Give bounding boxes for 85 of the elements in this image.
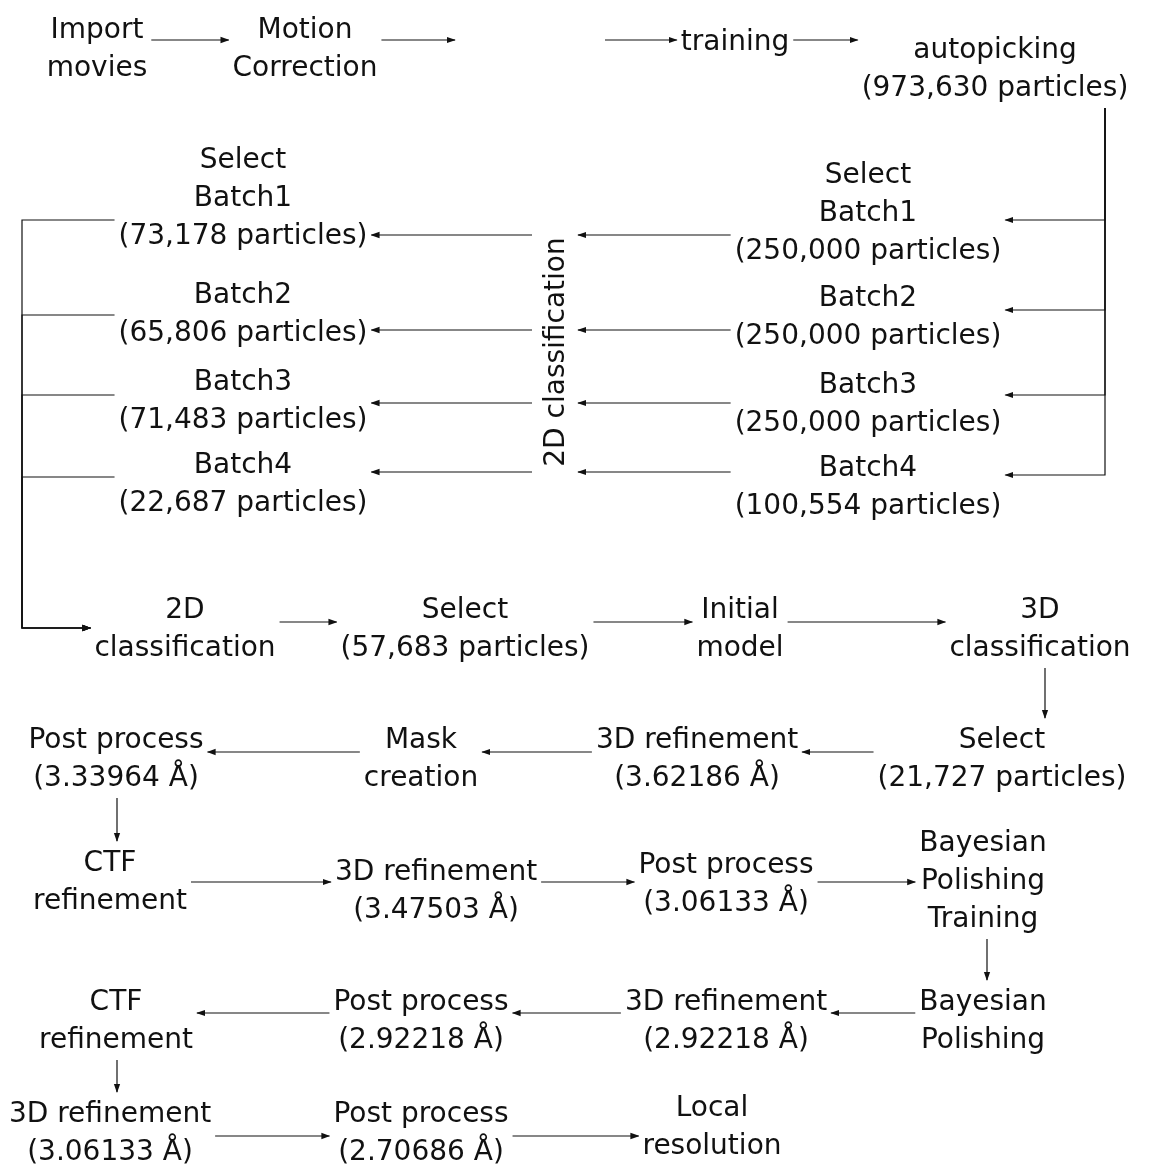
step-text: (973,630 particles) bbox=[861, 69, 1129, 105]
arrow bbox=[21, 476, 116, 632]
arrow bbox=[511, 1132, 640, 1140]
step-text: Import movies bbox=[46, 11, 148, 85]
step-text: (3.62186 Å) bbox=[613, 758, 781, 795]
step-text: (57,683 particles) bbox=[340, 629, 590, 665]
step-text: Local resolution bbox=[642, 1089, 782, 1163]
arrow bbox=[113, 1059, 121, 1093]
arrow bbox=[830, 1009, 916, 1017]
arrow bbox=[604, 36, 678, 44]
step-text: (2.92218 Å) bbox=[337, 1020, 505, 1057]
arrow bbox=[787, 618, 947, 626]
arrow bbox=[196, 1009, 331, 1017]
arrow bbox=[1041, 667, 1049, 719]
step-text: 3D refinement bbox=[334, 853, 538, 889]
step-text: Batch4 bbox=[192, 446, 294, 482]
step-text: (71,483 particles) bbox=[118, 401, 368, 437]
arrow bbox=[801, 748, 875, 756]
arrow bbox=[540, 878, 636, 886]
step-text: Post process bbox=[638, 846, 814, 882]
step-text: (3.06133 Å) bbox=[642, 883, 810, 920]
step-text: 3D refinement bbox=[8, 1095, 212, 1131]
step-text: (2.70686 Å) bbox=[337, 1132, 505, 1169]
step-text: (3.06133 Å) bbox=[26, 1132, 194, 1169]
step-text: Select bbox=[198, 141, 288, 177]
step-text: (3.47503 Å) bbox=[352, 890, 520, 927]
arrow bbox=[370, 468, 533, 476]
step-text: Select bbox=[420, 591, 510, 627]
step-text: Post process bbox=[28, 721, 204, 757]
step-text: Post process bbox=[333, 1095, 509, 1131]
arrow bbox=[577, 399, 732, 407]
arrow bbox=[370, 399, 533, 407]
arrow bbox=[278, 618, 338, 626]
step-text: (21,727 particles) bbox=[877, 759, 1127, 795]
arrow bbox=[190, 878, 332, 886]
step-text: (73,178 particles) bbox=[118, 217, 368, 253]
step-text: Select bbox=[823, 156, 913, 192]
step-text: 3D refinement bbox=[624, 983, 828, 1019]
arrow bbox=[370, 231, 533, 239]
step-text: 3D refinement bbox=[595, 721, 799, 757]
step-text: (250,000 particles) bbox=[734, 404, 1002, 440]
step-text: 2D classification bbox=[537, 237, 572, 467]
step-text: Motion Correction bbox=[232, 11, 378, 85]
step-text: Bayesian Polishing bbox=[919, 983, 1047, 1057]
step-text: Batch1 bbox=[817, 194, 919, 230]
arrow bbox=[481, 748, 593, 756]
step-text: 3D classification bbox=[949, 591, 1131, 665]
step-text: Initial model bbox=[696, 591, 784, 665]
arrow bbox=[206, 748, 361, 756]
step-text: Batch2 bbox=[817, 279, 919, 315]
step-text: (250,000 particles) bbox=[734, 317, 1002, 353]
arrow bbox=[370, 326, 533, 334]
step-text: Post process bbox=[333, 983, 509, 1019]
arrow bbox=[983, 938, 991, 981]
step-text: (65,806 particles) bbox=[118, 314, 368, 350]
arrow bbox=[150, 36, 230, 44]
step-text: Mask creation bbox=[363, 721, 479, 795]
arrow bbox=[577, 326, 732, 334]
step-text: (100,554 particles) bbox=[734, 487, 1002, 523]
arrow bbox=[380, 36, 456, 44]
step-text: 2D classification bbox=[94, 591, 276, 665]
step-text: (250,000 particles) bbox=[734, 232, 1002, 268]
arrow bbox=[816, 878, 917, 886]
arrow bbox=[214, 1132, 331, 1140]
step-text: Batch2 bbox=[192, 276, 294, 312]
step-text: Batch3 bbox=[817, 366, 919, 402]
step-text: (22,687 particles) bbox=[118, 484, 368, 520]
arrow bbox=[592, 618, 694, 626]
step-text: CTF refinement bbox=[39, 983, 193, 1057]
arrow bbox=[577, 231, 732, 239]
step-text: autopicking bbox=[912, 31, 1078, 67]
step-text: (2.92218 Å) bbox=[642, 1020, 810, 1057]
step-text: Batch4 bbox=[817, 449, 919, 485]
step-text: (3.33964 Å) bbox=[32, 758, 200, 795]
arrow bbox=[1004, 107, 1106, 479]
arrow bbox=[511, 1009, 622, 1017]
step-text: Select bbox=[957, 721, 1047, 757]
arrow bbox=[577, 468, 732, 476]
arrow bbox=[792, 36, 859, 44]
step-text: training bbox=[680, 23, 790, 59]
step-text: CTF refinement bbox=[33, 844, 187, 918]
arrow bbox=[113, 797, 121, 842]
step-text: Batch3 bbox=[192, 363, 294, 399]
step-text: Bayesian Polishing Training bbox=[919, 824, 1047, 936]
step-text: Batch1 bbox=[192, 179, 294, 215]
